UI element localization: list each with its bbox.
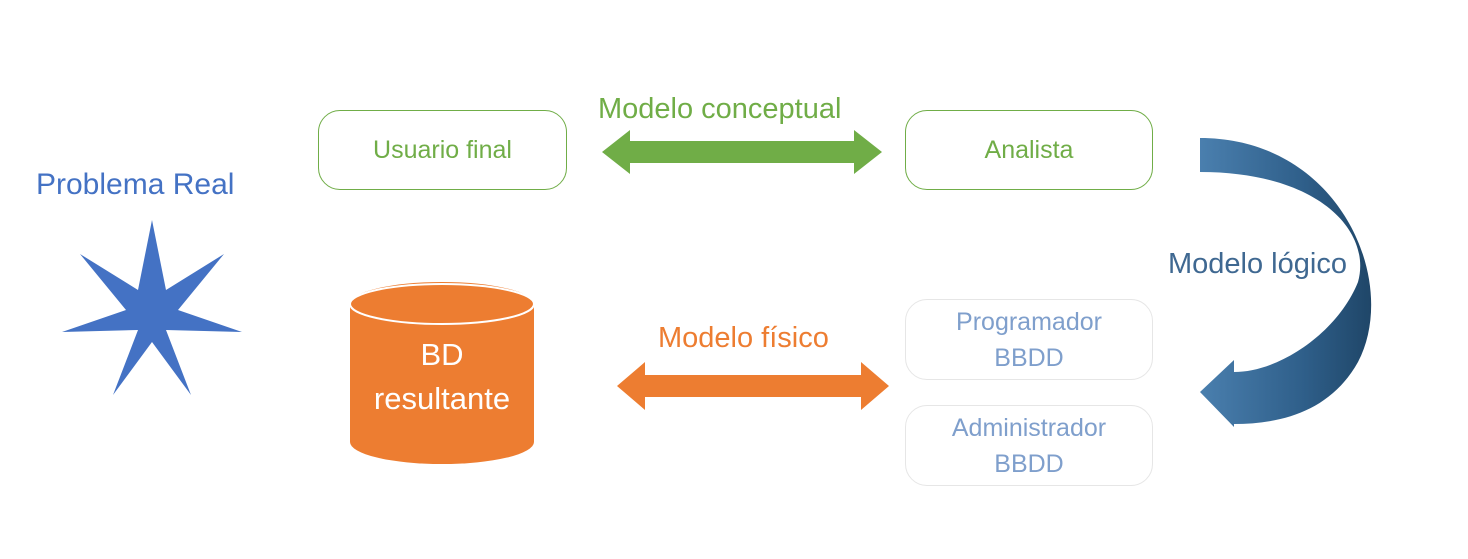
edge-conceptual-label: Modelo conceptual (598, 93, 842, 125)
database-label: BD resultante (348, 333, 536, 421)
node-analyst-label: Analista (984, 135, 1074, 164)
node-programmer-line2: BBDD (994, 343, 1064, 372)
node-administrator[interactable]: Administrador BBDD (905, 405, 1153, 486)
node-administrator-line1: Administrador (951, 413, 1107, 442)
node-analyst[interactable]: Analista (905, 110, 1153, 190)
star-icon (62, 220, 242, 395)
database-label-line1: BD (420, 337, 464, 372)
node-administrator-line2: BBDD (994, 449, 1064, 478)
edge-logical-label: Modelo lógico (1168, 248, 1347, 280)
conceptual-double-arrow-icon (602, 130, 882, 174)
node-user[interactable]: Usuario final (318, 110, 567, 190)
node-programmer[interactable]: Programador BBDD (905, 299, 1153, 380)
edge-physical-label: Modelo físico (658, 322, 829, 354)
logical-curved-arrow-icon (1200, 138, 1372, 427)
node-user-label: Usuario final (373, 135, 512, 164)
node-programmer-line1: Programador (956, 307, 1102, 336)
problem-label: Problema Real (36, 168, 235, 201)
physical-double-arrow-icon (617, 362, 889, 410)
database-cylinder-icon (349, 282, 535, 464)
database-label-line2: resultante (373, 381, 511, 416)
